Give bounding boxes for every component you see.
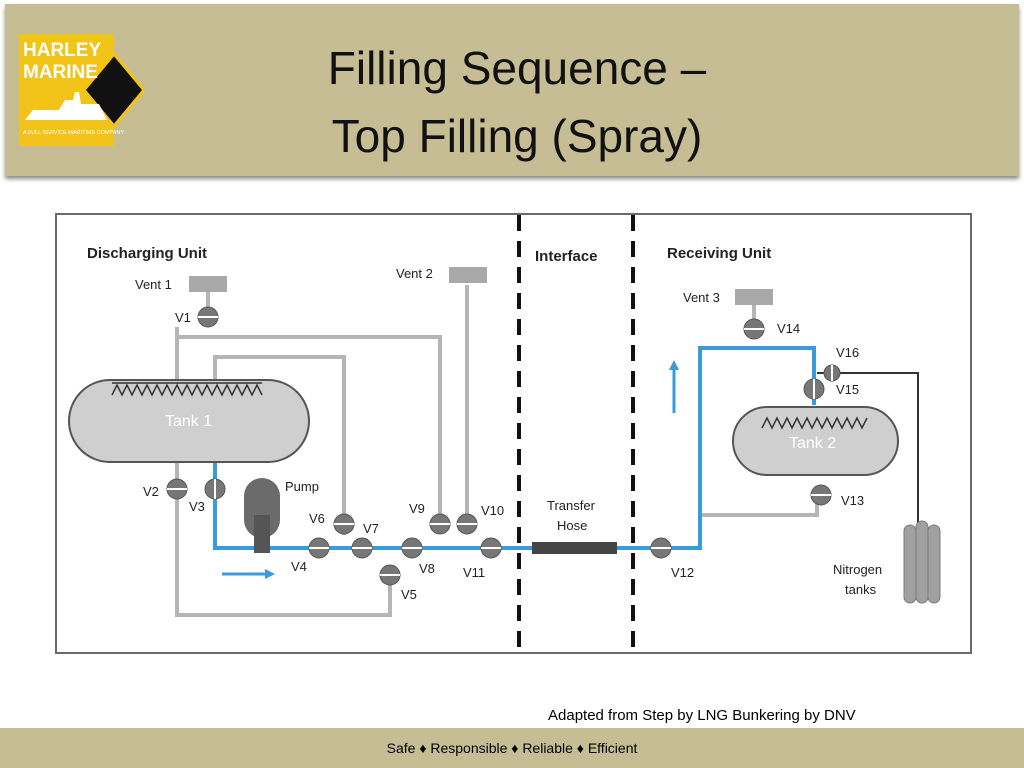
valve-v7-label: V7	[363, 521, 379, 536]
nitrogen-label-line1: Nitrogen	[833, 562, 882, 577]
valve-v12-label: V12	[671, 565, 694, 580]
valve-v11-label: V11	[463, 565, 485, 580]
valve-v2-label: V2	[143, 484, 159, 499]
valve-v3-label: V3	[189, 499, 205, 514]
hose-label-line2: Hose	[557, 518, 587, 533]
flow-arrow-right	[222, 569, 275, 579]
valve-v13[interactable]: V13	[810, 484, 864, 508]
valve-v1[interactable]: V1	[175, 306, 219, 328]
tank-1: Tank 1	[68, 379, 310, 463]
page-title: Filling Sequence – Top Filling (Spray)	[205, 34, 829, 170]
diagram-canvas: Discharging Unit Interface Receiving Uni…	[68, 215, 941, 656]
valve-v14-label: V14	[777, 321, 800, 336]
discharging-unit-label: Discharging Unit	[87, 245, 207, 262]
nitrogen-tanks-icon	[903, 520, 941, 604]
hose-label-line1: Transfer	[547, 498, 596, 513]
valve-v12[interactable]: V12	[650, 537, 694, 580]
receiving-unit-label: Receiving Unit	[667, 245, 771, 262]
vent-3-icon	[735, 289, 773, 305]
footer-banner: Safe ♦ Responsible ♦ Reliable ♦ Efficien…	[0, 728, 1024, 768]
valve-v4[interactable]: V4	[291, 537, 330, 574]
valve-v5-label: V5	[401, 587, 417, 602]
vent-2-label: Vent 2	[396, 266, 433, 281]
title-line-1: Filling Sequence –	[327, 42, 707, 94]
valve-v1-label: V1	[175, 310, 191, 325]
flow-line	[213, 346, 816, 550]
harley-marine-logo: HARLEY MARINE A FULL SERVICE MARITIME CO…	[19, 34, 144, 146]
valve-v6-label: V6	[309, 511, 325, 526]
valve-v10[interactable]: V10	[456, 503, 504, 535]
valve-v10-label: V10	[481, 503, 504, 518]
filling-diagram: Discharging Unit Interface Receiving Uni…	[55, 213, 972, 656]
valve-v15[interactable]: V15	[803, 378, 859, 400]
valve-v8[interactable]: V8	[401, 537, 435, 576]
title-line-2: Top Filling (Spray)	[331, 110, 703, 162]
valve-v2[interactable]: V2	[143, 478, 188, 500]
valve-v9[interactable]: V9	[409, 501, 451, 535]
tank-2: Tank 2	[732, 406, 899, 476]
valve-v6[interactable]: V6	[309, 511, 355, 535]
source-caption: Adapted from Step by LNG Bunkering by DN…	[548, 707, 856, 724]
logo-text-2: MARINE	[23, 62, 98, 83]
valve-v16[interactable]: V16	[823, 345, 859, 382]
pump-icon	[244, 478, 280, 553]
valve-v15-label: V15	[836, 382, 859, 397]
nitrogen-label-line2: tanks	[845, 582, 877, 597]
valve-v4-label: V4	[291, 559, 307, 574]
valve-v7[interactable]: V7	[351, 521, 379, 559]
interface-label: Interface	[535, 248, 598, 265]
valve-v14[interactable]: V14	[743, 318, 800, 340]
valve-v8-label: V8	[419, 561, 435, 576]
vent-1-label: Vent 1	[135, 277, 172, 292]
valve-v11[interactable]: V11	[463, 537, 502, 580]
logo-text-1: HARLEY	[23, 40, 101, 61]
spray-nozzles-2	[761, 416, 868, 430]
tank-1-label: Tank 1	[165, 413, 212, 430]
nitrogen-line	[817, 372, 919, 545]
pump-label: Pump	[285, 479, 319, 494]
valve-v9-label: V9	[409, 501, 425, 516]
vent-2-icon	[449, 267, 487, 283]
valve-v16-label: V16	[836, 345, 859, 360]
spray-nozzles	[111, 383, 263, 397]
vent-1-icon	[189, 276, 227, 292]
vent-3-label: Vent 3	[683, 290, 720, 305]
valve-v5[interactable]: V5	[379, 564, 417, 602]
flow-arrow-up	[669, 360, 679, 413]
valve-v3[interactable]: V3	[189, 478, 226, 514]
valve-v13-label: V13	[841, 493, 864, 508]
transfer-hose-icon	[532, 542, 617, 554]
tank-2-label: Tank 2	[789, 435, 836, 452]
logo-tagline: A FULL SERVICE MARITIME COMPANY	[23, 130, 124, 136]
title-banner: HARLEY MARINE A FULL SERVICE MARITIME CO…	[5, 4, 1019, 176]
ship-icon	[25, 92, 107, 120]
